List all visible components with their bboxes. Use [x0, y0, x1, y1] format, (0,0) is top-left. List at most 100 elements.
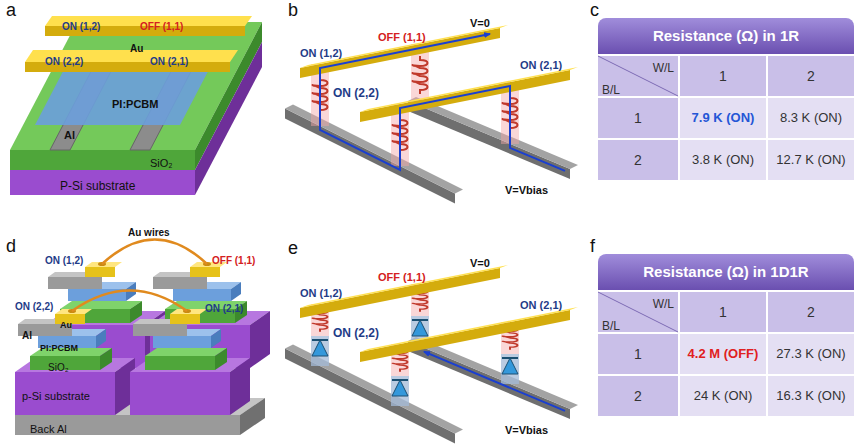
layer-name-text: Au [60, 320, 72, 330]
table-cell: 3.8 K (ON) [680, 140, 766, 180]
axis-label-text: B/L [602, 320, 620, 334]
cell-state-text: ON (1,2) [45, 255, 83, 267]
layer-name: SiO₂ [48, 357, 69, 375]
layer-name-text: Au [130, 43, 143, 55]
voltage-label-text: V=Vbias [505, 184, 548, 197]
panel-letter-text: f [590, 236, 595, 257]
row-number: 2 [598, 140, 678, 180]
panel-letter-text: c [590, 0, 599, 21]
layer-name-text: Al [22, 330, 32, 342]
cell-state: ON (2,2) [45, 51, 83, 69]
row-number-text: 1 [634, 110, 642, 126]
title-text: Resistance (Ω) in 1D1R [643, 263, 808, 280]
panel-letter-text: a [6, 0, 16, 21]
column-number-text: 2 [807, 304, 815, 320]
row-number-text: 2 [634, 152, 642, 168]
table-cell-text: 12.7 K (ON) [776, 153, 845, 168]
panel-letter: a [6, 0, 16, 21]
cell-state-text: OFF (1,1) [378, 31, 426, 44]
column-number: 1 [680, 56, 766, 96]
layer-name: SiO₂ [150, 153, 173, 171]
cell-state: ON (2,1) [150, 51, 188, 69]
cell-state-text: ON (2,1) [150, 56, 188, 68]
voltage-label: V=0 [470, 253, 490, 271]
column-number: 2 [768, 56, 854, 96]
axis-label-text: W/L [653, 62, 674, 76]
voltage-label-text: V=0 [470, 257, 490, 270]
table-cell: 24 K (ON) [680, 376, 766, 416]
cell-state-text: ON (1,2) [300, 47, 342, 60]
table-cell-text: 24 K (ON) [694, 389, 753, 404]
row-number: 2 [598, 376, 678, 416]
axis-label: W/L [653, 294, 674, 312]
panel-letter-text: e [288, 238, 298, 259]
layer-name-text: Back Al [30, 423, 67, 436]
substrate-name-text: P-Si substrate [60, 180, 135, 194]
table-cell-text: 7.9 K (ON) [692, 111, 755, 126]
layer-name-text: SiO₂ [48, 362, 69, 374]
cell-state-text: ON (2,2) [333, 327, 379, 341]
table-cell-text: 27.3 K (ON) [776, 347, 845, 362]
panel-letter: d [6, 236, 16, 257]
cell-state-text: OFF (1,1) [378, 271, 426, 284]
column-number: 2 [768, 292, 854, 332]
layer-name: Au [130, 38, 143, 56]
table-cell: 12.7 K (ON) [768, 140, 854, 180]
cell-state: ON (2,2) [15, 296, 53, 314]
layer-name: Au [60, 314, 72, 332]
title-text: Resistance (Ω) in 1R [653, 27, 799, 44]
cell-state-text: OFF (1,1) [212, 255, 255, 267]
cell-state: OFF (1,1) [378, 267, 426, 285]
layer-name: Back Al [30, 419, 67, 437]
layer-name-text: PI:PCBM [112, 98, 158, 111]
layer-name: Al [22, 325, 32, 343]
voltage-label: V=Vbias [505, 420, 548, 438]
panel-letter: b [288, 0, 298, 21]
table-cell: 4.2 M (OFF) [680, 334, 766, 374]
substrate-name-text: p-Si substrate [22, 390, 90, 403]
cell-state: ON (2,1) [520, 295, 562, 313]
table-cell: 16.3 K (ON) [768, 376, 854, 416]
wire-label-text: Au wires [128, 227, 170, 239]
table-title: Resistance (Ω) in 1R [598, 18, 854, 54]
substrate-name: p-Si substrate [22, 386, 90, 404]
column-number-text: 2 [807, 68, 815, 84]
cell-state-text: OFF (1,1) [140, 21, 183, 33]
axis-label: W/L [653, 58, 674, 76]
axis-label-text: B/L [602, 84, 620, 98]
cell-state-text: ON (2,2) [15, 301, 53, 313]
cell-state-text: ON (2,2) [333, 87, 379, 101]
table-cell: 8.3 K (ON) [768, 98, 854, 138]
axis-label: B/L [602, 316, 620, 334]
table-cell-text: 4.2 M (OFF) [688, 347, 759, 362]
panel-letter-text: b [288, 0, 298, 21]
cell-state: ON (1,2) [45, 250, 83, 268]
layer-name-text: PI:PCBM [40, 343, 78, 353]
layer-name: PI:PCBM [112, 94, 158, 112]
substrate-name: P-Si substrate [60, 176, 135, 194]
panel-letter-text: d [6, 236, 16, 257]
cell-state-text: ON (2,1) [205, 303, 243, 315]
cell-state: ON (2,1) [520, 55, 562, 73]
cell-state: ON (2,2) [333, 323, 379, 341]
cell-state-text: ON (2,2) [45, 56, 83, 68]
column-number-text: 1 [719, 68, 727, 84]
voltage-label: V=Vbias [505, 180, 548, 198]
cell-state: OFF (1,1) [378, 27, 426, 45]
row-number-text: 2 [634, 388, 642, 404]
cell-state-text: ON (2,1) [520, 59, 562, 72]
voltage-label-text: V=0 [470, 17, 490, 30]
table-cell-text: 3.8 K (ON) [692, 153, 754, 168]
row-number: 1 [598, 334, 678, 374]
layer-name-text: Al [64, 129, 75, 142]
table-cell-text: 16.3 K (ON) [776, 389, 845, 404]
voltage-label: V=0 [470, 13, 490, 31]
cell-state: ON (2,2) [333, 83, 379, 101]
panel-letter: c [590, 0, 599, 21]
column-number-text: 1 [719, 304, 727, 320]
wire-label: Au wires [128, 222, 170, 240]
axis-label-text: W/L [653, 298, 674, 312]
layer-name-text: SiO₂ [150, 157, 173, 170]
